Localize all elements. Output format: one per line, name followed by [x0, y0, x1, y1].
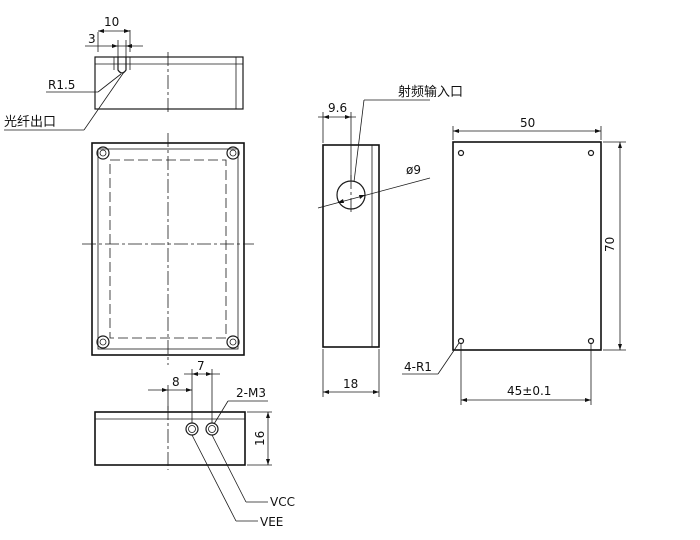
dim-8: 8	[172, 375, 180, 389]
top-strip-view: 10 3 R1.5 光纤出口	[4, 15, 244, 131]
dim-7: 7	[197, 359, 205, 373]
dim-16: 16	[253, 431, 267, 446]
dim-phi9: ø9	[406, 163, 421, 177]
dim-50: 50	[520, 116, 535, 130]
dim-10: 10	[104, 15, 119, 29]
back-view: 50 70 45±0.1 4-R1	[402, 116, 626, 405]
rf-input-label: 射频输入口	[398, 84, 463, 100]
dim-45: 45±0.1	[507, 384, 551, 398]
front-view	[82, 133, 254, 365]
bottom-view: 8 7 2-M3 16 VCC VEE	[94, 359, 295, 529]
dim-9-6: 9.6	[328, 101, 347, 115]
side-view: 9.6 射频输入口 ø9 18	[317, 84, 463, 397]
dim-18: 18	[343, 377, 358, 391]
vee-label: VEE	[260, 515, 283, 529]
vcc-label: VCC	[270, 495, 295, 509]
fiber-outlet-label: 光纤出口	[4, 115, 56, 130]
r1-5-label: R1.5	[48, 78, 75, 92]
m3-label: 2-M3	[236, 386, 266, 400]
r1-label: 4-R1	[404, 360, 432, 374]
dim-3: 3	[88, 32, 96, 46]
dim-70: 70	[603, 237, 617, 252]
